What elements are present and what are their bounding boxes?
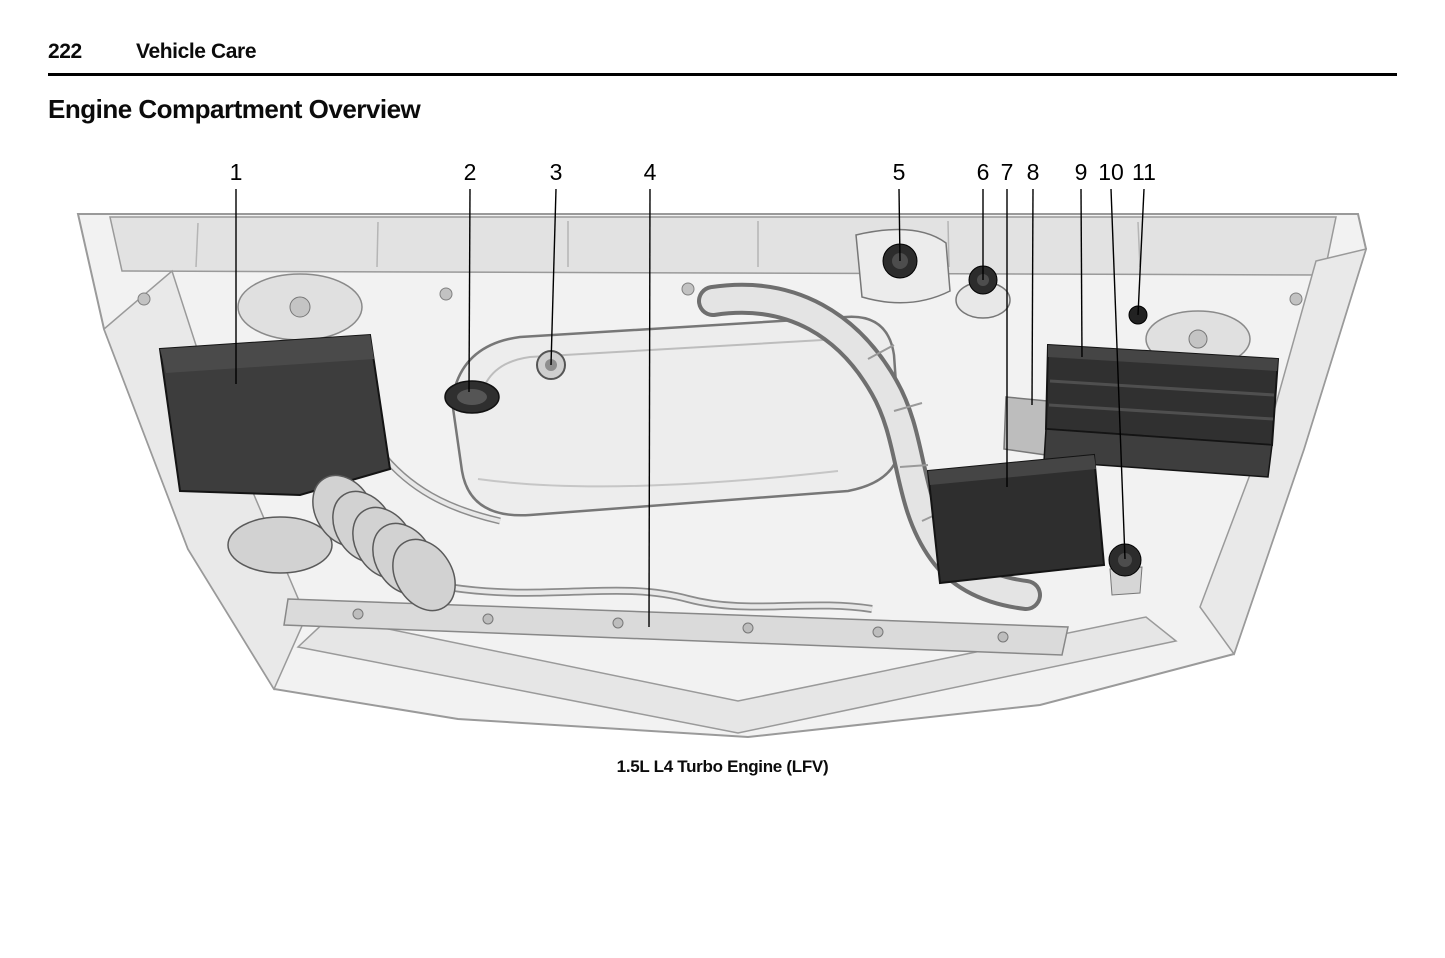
section-title: Vehicle Care	[136, 40, 257, 63]
left-strut-tower	[237, 273, 363, 341]
figure-caption: 1.5L L4 Turbo Engine (LFV)	[616, 757, 829, 776]
page-title: Engine Compartment Overview	[48, 94, 421, 124]
callout-3-label: 3	[550, 159, 563, 185]
fuse-block-bracket	[1003, 396, 1049, 456]
washer-fluid-cap	[1108, 543, 1143, 596]
lower-hoses	[375, 446, 873, 613]
engine-fuse-block	[1043, 343, 1280, 478]
callout-7-label: 7	[1001, 159, 1014, 185]
callout-8-leader-line	[1031, 188, 1034, 406]
cowl-panel	[109, 216, 1337, 276]
page-number: 222	[48, 40, 82, 63]
callout-5-leader-line	[898, 188, 901, 262]
callout-4-label: 4	[644, 159, 657, 185]
radiator-support	[283, 598, 1069, 656]
callout-6-label: 6	[977, 159, 990, 185]
header-rule	[48, 73, 1397, 76]
right-fender-wall	[1199, 247, 1368, 656]
callout-1-label: 1	[230, 159, 243, 185]
callout-2-label: 2	[464, 159, 477, 185]
coolant-surge-tank	[855, 228, 951, 304]
manual-page: 222 Vehicle Care Engine Compartment Over…	[48, 40, 1397, 777]
engine-compartment-illustration: 1 2 3 4 5 678 9 10 11	[76, 159, 1368, 739]
callout-11-leader-line	[1137, 188, 1145, 316]
brake-fluid-reservoir	[955, 265, 1011, 319]
callout-5-label: 5	[893, 159, 906, 185]
callout-4-leader-line	[648, 188, 651, 628]
callout-10-label: 10	[1098, 159, 1124, 185]
page-header: 222 Vehicle Care	[48, 40, 1397, 64]
oil-fill-cap	[444, 380, 500, 414]
callout-10-leader-line	[1110, 188, 1126, 560]
cowl-bolts	[137, 282, 1303, 306]
air-cleaner-housing	[158, 333, 392, 497]
engine-bay-art	[76, 213, 1368, 739]
air-intake-duct	[227, 474, 456, 612]
callout-9-label: 9	[1075, 159, 1088, 185]
battery	[926, 453, 1106, 585]
callout-8-label: 8	[1027, 159, 1040, 185]
callout-3-leader-line	[550, 188, 557, 366]
callout-2-leader-line	[468, 188, 471, 393]
callout-9-leader-line	[1080, 188, 1083, 358]
cowl-detail-lines	[195, 220, 1141, 268]
callout-11-label: 11	[1132, 159, 1156, 185]
